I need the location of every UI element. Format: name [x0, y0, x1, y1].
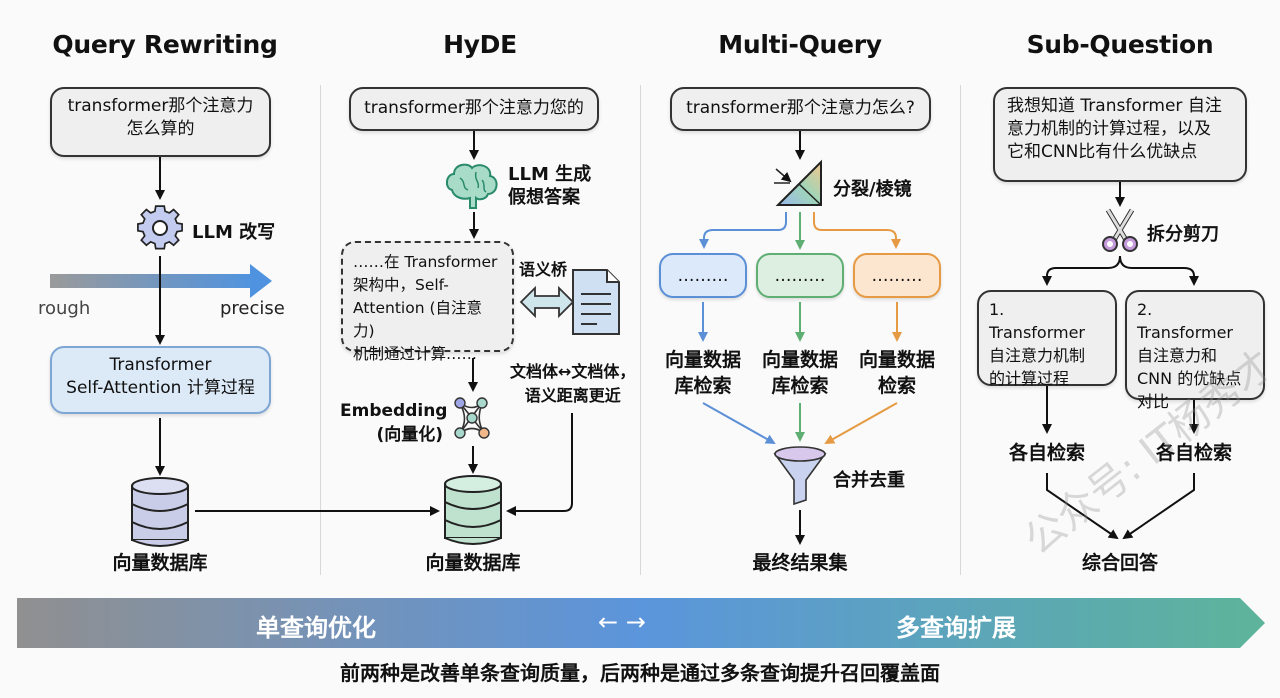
scale-arrowhead	[250, 264, 272, 298]
query-box: transformer那个注意力您的	[349, 87, 599, 131]
column-title-query-rewriting: Query Rewriting	[52, 30, 278, 59]
funnel-icon	[773, 446, 827, 506]
hypothetical-answer-box: ……在 Transformer 架构中，Self- Attention (自注意…	[341, 241, 514, 363]
sub-query-box: ………	[853, 253, 941, 298]
merge-label: 合并去重	[833, 470, 905, 491]
summary-caption: 前两种是改善单条查询质量，后两种是通过多条查询提升召回覆盖面	[340, 661, 940, 685]
step-label: LLM 生成 假想答案	[508, 164, 592, 208]
retrieval-label: 各自检索	[1155, 442, 1232, 464]
step-label: 分裂/棱镜	[833, 179, 912, 200]
arrow-blue	[702, 402, 776, 444]
query-box: 我想知道 Transformer 自注 意力机制的计算过程，以及 它和CNN比有…	[993, 87, 1247, 182]
column-title-hyde: HyDE	[443, 30, 517, 59]
arrow	[1122, 473, 1195, 540]
final-result-label: 最终结果集	[752, 552, 848, 574]
db-label: 向量数据库	[112, 552, 208, 574]
arrow-blue	[699, 212, 787, 249]
column-divider	[320, 85, 321, 575]
gear-icon	[137, 205, 183, 250]
semantic-bridge-label: 语义桥	[519, 260, 568, 279]
scale-label-precise: precise	[220, 298, 285, 319]
bidirectional-arrow-icon	[519, 285, 575, 319]
column-title-sub-question: Sub-Question	[1026, 30, 1214, 59]
sub-question-box: 1. Transformer 自注意力机制 的计算过程	[977, 290, 1117, 388]
multi-query-label: 多查询扩展	[896, 614, 1016, 642]
sub-query-box: ………	[756, 253, 844, 298]
column-divider	[640, 85, 641, 575]
sub-question-box: 2. Transformer 自注意力和 CNN 的优缺点 对比	[1125, 290, 1265, 411]
rewritten-query-box: Transformer Self-Attention 计算过程	[50, 346, 271, 414]
step-label: 拆分剪刀	[1147, 224, 1219, 245]
bidirectional-arrow-label: ← →	[598, 608, 646, 636]
query-box: transformer那个注意力 怎么算的	[50, 87, 271, 157]
database-icon	[131, 477, 189, 547]
arrow-orange	[813, 212, 901, 249]
retrieval-label: 各自检索	[1008, 442, 1085, 464]
rough-to-precise-bar	[50, 274, 255, 288]
arrow-semantic-to-db	[506, 413, 573, 516]
sub-query-box: ………	[659, 253, 747, 298]
final-answer-label: 综合回答	[1081, 552, 1158, 574]
arrow	[1046, 473, 1119, 540]
step-label: LLM 改写	[192, 222, 276, 243]
retrieval-label: 向量数据 库检索	[761, 349, 838, 397]
scale-label-rough: rough	[38, 298, 91, 319]
document-icon	[572, 269, 620, 335]
arrow	[1042, 255, 1121, 286]
column-divider	[960, 85, 961, 575]
arrow-orange	[824, 402, 898, 444]
retrieval-label: 向量数据 库检索	[664, 349, 741, 397]
semantic-bridge-note: 文档体↔文档体， 语义距离更近	[510, 362, 636, 405]
column-title-multi-query: Multi-Query	[718, 30, 882, 59]
db-label: 向量数据库	[425, 552, 521, 574]
prism-icon	[774, 159, 822, 206]
query-box: transformer那个注意力怎么?	[670, 87, 931, 131]
single-query-label: 单查询优化	[256, 614, 376, 642]
embedding-label: Embedding (向量化)	[340, 401, 448, 445]
embedding-network-icon	[454, 397, 490, 439]
retrieval-label: 向量数据 检索	[858, 349, 935, 397]
arrow	[1119, 255, 1199, 286]
scissors-icon	[1102, 208, 1138, 252]
database-icon	[444, 475, 502, 545]
brain-icon	[446, 163, 498, 209]
